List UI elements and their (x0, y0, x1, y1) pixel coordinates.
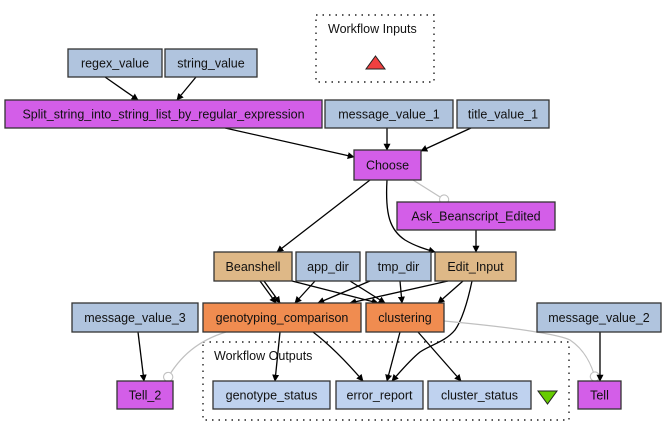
edge-choose-to-beanshell (276, 179, 371, 253)
node-clustering[interactable]: clustering (365, 302, 445, 333)
node-box[interactable] (365, 251, 432, 282)
node-box[interactable] (164, 48, 258, 78)
workflow-inputs-cluster: Workflow Inputs (315, 14, 435, 83)
node-label: tmp_dir (378, 260, 420, 274)
node-box[interactable] (116, 380, 174, 410)
edge-appdir-to-genotyping (294, 280, 316, 304)
node-string-value[interactable]: string_value (164, 48, 258, 78)
nodes: regex_value string_valueSplit_string_into… (4, 48, 662, 410)
edge-clustering-to-cluster-status (417, 331, 462, 382)
node-label: title_value_1 (468, 108, 538, 122)
edges (104, 76, 604, 383)
edge-genotyping-to-genotype-status (272, 331, 281, 382)
edge-choose-to-ask-control (412, 179, 450, 205)
node-box[interactable] (536, 302, 662, 333)
edge-editinput-to-clustering (437, 280, 464, 304)
edge-tmpdir-to-genotyping (317, 280, 371, 304)
node-box[interactable] (427, 380, 532, 410)
node-box[interactable] (456, 99, 550, 129)
edge-genotyping-to-tell2-control (163, 331, 227, 383)
node-label: message_value_3 (84, 311, 186, 325)
node-box[interactable] (324, 99, 454, 129)
node-label: message_value_1 (338, 108, 440, 122)
node-label: Split_string_into_string_list_by_regular… (22, 108, 304, 122)
workflow-outputs-cluster: Workflow Outputs (202, 341, 570, 421)
node-edit-input[interactable]: Edit_Input (434, 251, 517, 282)
node-label: clustering (378, 311, 432, 325)
node-genotype-status[interactable]: genotype_status (212, 380, 331, 410)
node-tell-2[interactable]: Tell_2 (116, 380, 174, 410)
node-split[interactable]: Split_string_into_string_list_by_regular… (4, 99, 323, 129)
node-tmp-dir[interactable]: tmp_dir (365, 251, 432, 282)
node-box[interactable] (212, 380, 331, 410)
node-label: cluster_status (441, 389, 518, 403)
edge-title1-to-choose (420, 127, 472, 152)
node-box[interactable] (213, 251, 293, 282)
edge-editinput-to-genotyping (349, 280, 449, 306)
node-box[interactable] (396, 201, 556, 231)
edge-string-to-split (176, 76, 197, 101)
node-label: Choose (366, 159, 409, 173)
edge-clustering-to-error-report (385, 331, 401, 382)
node-error-report[interactable]: error_report (335, 380, 424, 410)
node-box[interactable] (353, 149, 422, 181)
edge-beanshell-to-genotyping-1 (259, 280, 277, 304)
node-label: error_report (347, 389, 414, 403)
node-label: Tell (590, 389, 609, 403)
node-title-value-1[interactable]: title_value_1 (456, 99, 550, 129)
node-label: message_value_2 (548, 311, 650, 325)
node-message-value-2[interactable]: message_value_2 (536, 302, 662, 333)
node-label: genotyping_comparison (216, 311, 349, 325)
node-box[interactable] (71, 302, 199, 333)
edge-genotyping-to-error-report (312, 331, 364, 382)
workflow-outputs-marker-icon (537, 390, 558, 405)
edge-split-to-choose (224, 127, 355, 160)
node-ask[interactable]: Ask_Beanscript_Edited (396, 201, 556, 231)
node-label: string_value (177, 57, 244, 71)
edge-message3-to-tell2 (137, 331, 147, 382)
node-box[interactable] (434, 251, 517, 282)
node-box[interactable] (202, 302, 362, 333)
node-box[interactable] (365, 302, 445, 333)
node-message-value-1[interactable]: message_value_1 (324, 99, 454, 129)
node-message-value-3[interactable]: message_value_3 (71, 302, 199, 333)
node-label: Tell_2 (129, 389, 162, 403)
node-tell[interactable]: Tell (577, 380, 622, 410)
workflow-inputs-label: Workflow Inputs (328, 22, 417, 36)
node-genotyping[interactable]: genotyping_comparison (202, 302, 362, 333)
edge-clustering-to-tell-control (443, 320, 601, 382)
node-label: Ask_Beanscript_Edited (411, 210, 540, 224)
edge-appdir-to-clustering (349, 280, 386, 304)
edge-editinput-to-error-report (391, 280, 473, 382)
edge-beanshell-to-genotyping-2 (263, 280, 281, 304)
node-label: regex_value (81, 57, 149, 71)
node-label: Edit_Input (447, 260, 504, 274)
edge-choose-to-edit-input (385, 179, 436, 254)
node-label: Beanshell (226, 260, 281, 274)
node-label: genotype_status (226, 389, 318, 403)
node-box[interactable] (295, 251, 361, 282)
node-choose[interactable]: Choose (353, 149, 422, 181)
node-label: app_dir (307, 260, 349, 274)
edge-regex-to-split (104, 76, 139, 101)
node-box[interactable] (335, 380, 424, 410)
node-app-dir[interactable]: app_dir (295, 251, 361, 282)
node-cluster-status[interactable]: cluster_status (427, 380, 532, 410)
workflow-inputs-marker-icon (365, 55, 386, 70)
node-box[interactable] (4, 99, 323, 129)
workflow-outputs-label: Workflow Outputs (214, 349, 312, 363)
node-box[interactable] (577, 380, 622, 410)
node-box[interactable] (67, 48, 163, 78)
node-regex-value[interactable]: regex_value (67, 48, 163, 78)
node-beanshell[interactable]: Beanshell (213, 251, 293, 282)
